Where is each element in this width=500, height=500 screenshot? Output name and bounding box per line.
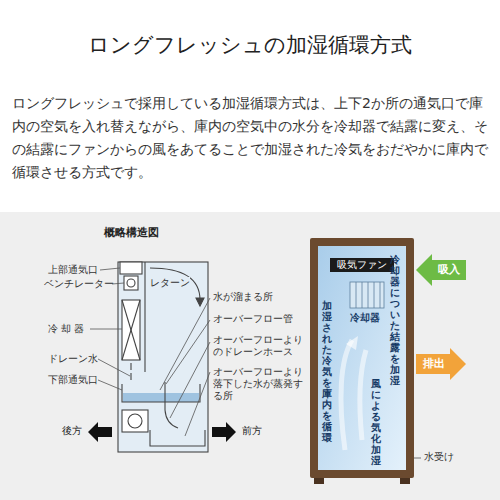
cabinet-illustration (350, 282, 384, 308)
structure-diagram (122, 410, 148, 432)
cabinet-illustration (360, 350, 366, 440)
flow-label: 風による気化加湿 (371, 378, 381, 466)
part-label: 冷 却 器 (48, 323, 84, 335)
flow-label: レターン (150, 277, 190, 289)
cabinet-illustration (400, 478, 410, 484)
part-label: ベンチレーター (44, 278, 114, 290)
structure-diagram (118, 262, 208, 452)
cabinet-illustration (380, 282, 381, 308)
structure-diagram (130, 363, 131, 370)
structure-diagram (120, 262, 142, 274)
structure-diagram (124, 276, 138, 290)
cabinet-illustration (368, 282, 369, 308)
part-label: オーバーフローよりのドレーンホース (213, 334, 303, 358)
direction-arrow (88, 422, 112, 442)
cabinet-illustration (416, 348, 466, 380)
structure-diagram (150, 268, 200, 300)
page-title: ロングフレッシュの加湿循環方式 (0, 32, 500, 58)
cabinet-illustration (341, 340, 366, 450)
exhaust-label: 排出 (418, 357, 450, 371)
structure-diagram (128, 414, 142, 428)
direction-label: 後方 (62, 425, 82, 438)
part-label: 水が溜まる所 (213, 291, 273, 303)
structure-diagram (123, 393, 199, 402)
leader-line (98, 359, 130, 376)
intro-text: ロングフレッシュで採用している加湿循環方式は、上下2か所の通気口で庫内の空気を入… (12, 92, 488, 184)
structure-diagram (122, 300, 140, 360)
cabinet-illustration (341, 340, 352, 450)
part-label: 上部通気口 (48, 264, 98, 276)
structure-diagram (122, 300, 140, 360)
leader-line (90, 329, 122, 330)
flow-label: 冷却器についた結露を加湿 (390, 254, 400, 386)
part-label: 冷却器 (350, 312, 380, 324)
cabinet-illustration (318, 246, 406, 470)
structure-diagram (144, 262, 145, 372)
cabinet-illustration (350, 282, 384, 308)
structure-diagram (122, 384, 200, 402)
structure-diagram (165, 410, 178, 428)
structure-diagram (118, 262, 208, 452)
cabinet-illustration (310, 238, 466, 484)
cabinet-illustration (310, 238, 414, 478)
panel-ground (0, 212, 500, 500)
leader-line (185, 372, 210, 436)
structure-diagram (164, 382, 165, 410)
intake-label: 吸入 (434, 263, 464, 277)
part-label: オーバーフローより落下した水が蒸発する所 (213, 366, 303, 402)
figure-title: 概略構造図 (104, 226, 159, 240)
leader-line (160, 298, 210, 390)
structure-diagram (127, 279, 135, 287)
structure-diagram (150, 430, 205, 446)
part-label: オーバーフロー管 (213, 313, 293, 325)
part-label: 下部通気口 (48, 374, 98, 386)
leader-line (98, 380, 122, 390)
direction-arrow (212, 422, 236, 442)
part-label: 水受け (424, 451, 454, 464)
structure-diagram (196, 298, 204, 306)
flow-label: 加湿された冷気を庫内を循環 (322, 300, 332, 443)
cabinet-illustration (356, 282, 357, 308)
direction-label: 前方 (242, 425, 262, 438)
structure-diagram (122, 300, 140, 360)
leader-line (166, 320, 210, 384)
cabinet-illustration (314, 478, 324, 484)
direction-arrow (88, 422, 236, 442)
fan-label: 吸気ファン (330, 258, 394, 272)
part-label: ドレーン水 (48, 353, 98, 365)
cabinet-illustration (416, 254, 466, 286)
cabinet-illustration (346, 336, 358, 350)
leader-line (100, 268, 120, 270)
leader-line (170, 342, 210, 418)
cabinet-illustration (362, 282, 363, 308)
cabinet-illustration (374, 282, 375, 308)
structure-diagram (130, 373, 131, 380)
